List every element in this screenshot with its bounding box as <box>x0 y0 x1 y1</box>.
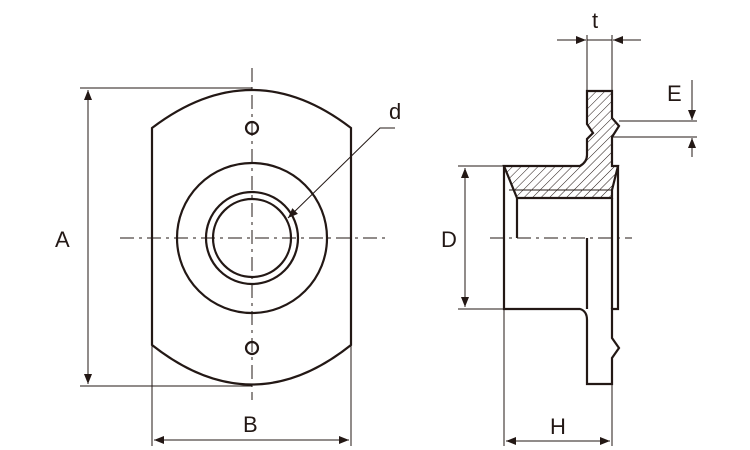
label-H: H <box>550 414 566 439</box>
label-A: A <box>55 227 70 252</box>
label-d: d <box>389 99 401 124</box>
label-t: t <box>592 8 598 33</box>
side-view: D H t E <box>441 8 697 446</box>
barrel-outline <box>502 166 621 386</box>
label-D: D <box>441 227 457 252</box>
label-B: B <box>243 412 258 437</box>
front-view: A B d <box>55 68 401 446</box>
section-hatch <box>502 89 621 200</box>
dim-d <box>287 127 395 219</box>
label-E: E <box>667 81 682 106</box>
